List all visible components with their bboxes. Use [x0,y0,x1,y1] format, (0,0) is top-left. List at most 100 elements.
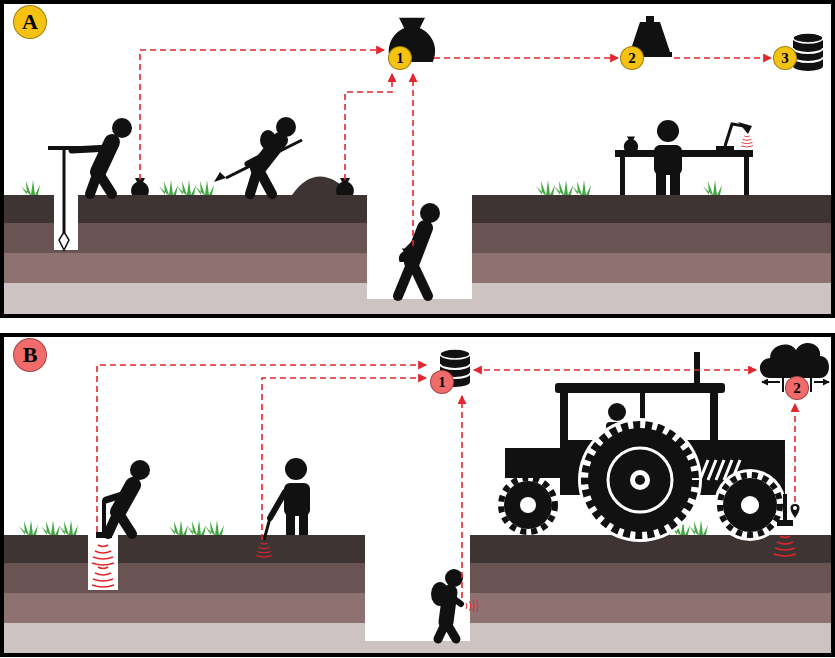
tractor [635,475,645,485]
probe-operator [264,518,270,540]
sensor-operator [92,545,114,565]
auger-sampler [48,118,149,250]
soil-layers [365,535,470,641]
leader-arrow [140,50,413,246]
grass-tuft [689,520,708,535]
sensor-operator [92,460,150,587]
soil-layers [367,195,472,299]
number-badge: B [13,338,47,372]
step-node: 2 [618,14,674,70]
probe-operator [286,512,295,535]
sensor-operator [106,493,128,500]
step-node: 3 [771,30,827,74]
sensor-operator [92,567,114,587]
auger-sampler [59,232,69,250]
lab-analyst [615,120,753,195]
lab-analyst [670,170,680,195]
number-badge: 1 [388,46,412,70]
lab-analyst [615,150,753,157]
probe-operator [256,543,271,557]
grass-tuft [159,180,178,195]
tractor [741,496,759,514]
pit-sampler [398,203,440,296]
lab-analyst [725,124,744,146]
step-node: 1 [428,350,474,394]
grass-tuft [21,180,40,195]
lab-analyst [620,157,625,195]
leader-arrow [461,396,463,598]
soil-layers [4,535,831,654]
number-badge: A [13,5,47,39]
grass-tuft [41,520,60,535]
tractor [777,520,793,526]
pit-operator [453,598,461,604]
lab-analyst [657,120,679,142]
auger-sampler [131,178,149,195]
grass-tuft [169,520,188,535]
flow-arrow [674,57,771,59]
grass-tuft [703,180,722,195]
flow-arrow [434,57,618,59]
step-node: 1 [386,14,434,72]
leader-arrow [97,365,795,598]
lab-analyst [738,122,752,134]
cloud-icon [810,378,812,392]
tractor [501,478,555,532]
leader-arrow [412,74,414,246]
callout-number: 1 [396,51,404,66]
probe-operator [270,492,285,518]
pit-operator [445,569,463,587]
grass-tuft [554,180,573,195]
database-icon [793,33,823,71]
pit-sampler [398,262,428,296]
cloud-icon [760,343,829,378]
sensor-operator [130,460,150,480]
tractor [714,469,786,541]
pit-sampler [420,203,440,223]
tractor [608,448,672,512]
pit-sampler [399,248,413,262]
tractor [505,448,560,478]
callout-number: 1 [438,375,446,390]
pit-operator [431,569,478,639]
shovel-sampler [214,117,354,195]
callout-number: B [23,344,38,366]
shovel-sampler [250,168,272,194]
tractor [520,497,536,513]
sensor-operator [102,500,106,534]
cloud-icon [814,381,829,383]
leader-arrow [345,74,392,180]
shovel-sampler [214,172,226,182]
number-badge: 1 [430,370,454,394]
tractor [774,536,796,556]
tractor [578,418,702,542]
lab-analyst [744,157,749,195]
probe-operator [299,512,308,535]
probe-operator [256,458,310,557]
cloud-icon [782,378,784,392]
auger-sampler [90,172,112,194]
probe-operator [285,458,307,480]
panel-letter: A [13,5,47,39]
number-badge: 2 [620,46,644,70]
flow-arrow [474,369,756,371]
grass-tuft [59,520,78,535]
panel-frame [2,335,833,655]
callout-number: 2 [793,381,801,396]
tractor [504,481,552,529]
tractor [791,504,800,518]
grass-tuft [19,520,38,535]
number-badge: 3 [773,46,797,70]
step-node: 2 [756,338,832,402]
number-badge: 2 [785,376,809,400]
soil-layers [4,195,831,314]
lab-analyst [716,146,734,150]
lab-analyst [624,136,638,150]
pit-operator [466,599,478,612]
tractor [694,352,700,383]
shovel-sampler [336,178,354,195]
leader-arrow [794,404,796,502]
